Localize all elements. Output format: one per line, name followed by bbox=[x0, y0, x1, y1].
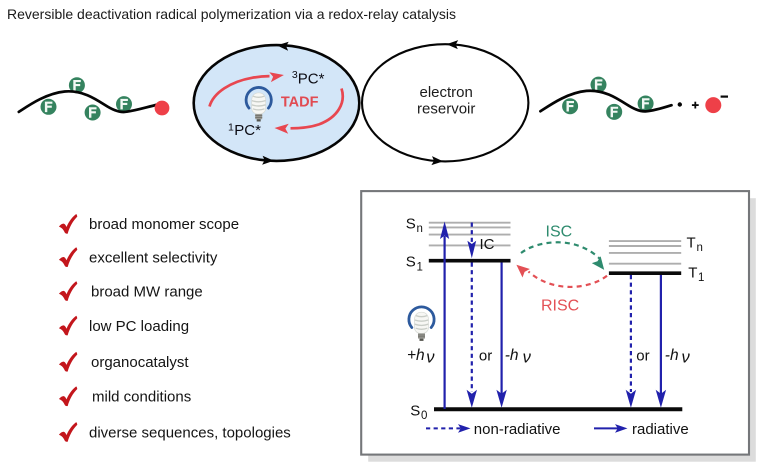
svg-text:IC: IC bbox=[480, 236, 495, 253]
svg-text:ν: ν bbox=[426, 348, 435, 366]
svg-text:or: or bbox=[479, 347, 492, 364]
svg-text:T: T bbox=[688, 264, 697, 281]
svg-text:ν: ν bbox=[523, 348, 532, 366]
svg-text:3: 3 bbox=[292, 69, 298, 81]
svg-text:non-radiative: non-radiative bbox=[474, 421, 561, 438]
svg-text:S: S bbox=[410, 403, 420, 420]
svg-text:excellent selectivity: excellent selectivity bbox=[89, 250, 218, 267]
svg-text:electron: electron bbox=[420, 84, 473, 101]
svg-text:radiative: radiative bbox=[632, 421, 689, 438]
svg-text:broad monomer scope: broad monomer scope bbox=[89, 216, 239, 233]
svg-text:PC*: PC* bbox=[234, 122, 261, 139]
svg-text:n: n bbox=[697, 242, 703, 254]
svg-text:mild conditions: mild conditions bbox=[92, 389, 191, 406]
svg-text:low PC loading: low PC loading bbox=[89, 318, 189, 335]
svg-text:T: T bbox=[687, 234, 696, 251]
svg-text:RISC: RISC bbox=[541, 298, 579, 315]
svg-text:1: 1 bbox=[417, 262, 423, 274]
svg-text:S: S bbox=[406, 254, 416, 271]
svg-text:+h: +h bbox=[407, 347, 425, 364]
svg-text:0: 0 bbox=[421, 410, 427, 422]
svg-text:n: n bbox=[417, 223, 423, 235]
svg-text:PC*: PC* bbox=[298, 71, 325, 88]
svg-text:organocatalyst: organocatalyst bbox=[91, 354, 189, 371]
svg-text:1: 1 bbox=[698, 272, 704, 284]
svg-text:-h: -h bbox=[665, 347, 679, 364]
svg-text:reservoir: reservoir bbox=[417, 100, 475, 117]
svg-text:or: or bbox=[636, 347, 649, 364]
svg-text:TADF: TADF bbox=[281, 95, 319, 111]
svg-text:S: S bbox=[406, 215, 416, 232]
svg-text:ν: ν bbox=[682, 348, 691, 366]
svg-text:broad MW range: broad MW range bbox=[91, 283, 203, 300]
svg-text:ISC: ISC bbox=[546, 224, 573, 241]
svg-text:-h: -h bbox=[505, 347, 519, 364]
svg-text:Reversible deactivation radica: Reversible deactivation radical polymeri… bbox=[7, 6, 456, 22]
svg-text:diverse sequences, topologies: diverse sequences, topologies bbox=[89, 424, 291, 441]
svg-text:1: 1 bbox=[228, 122, 234, 134]
